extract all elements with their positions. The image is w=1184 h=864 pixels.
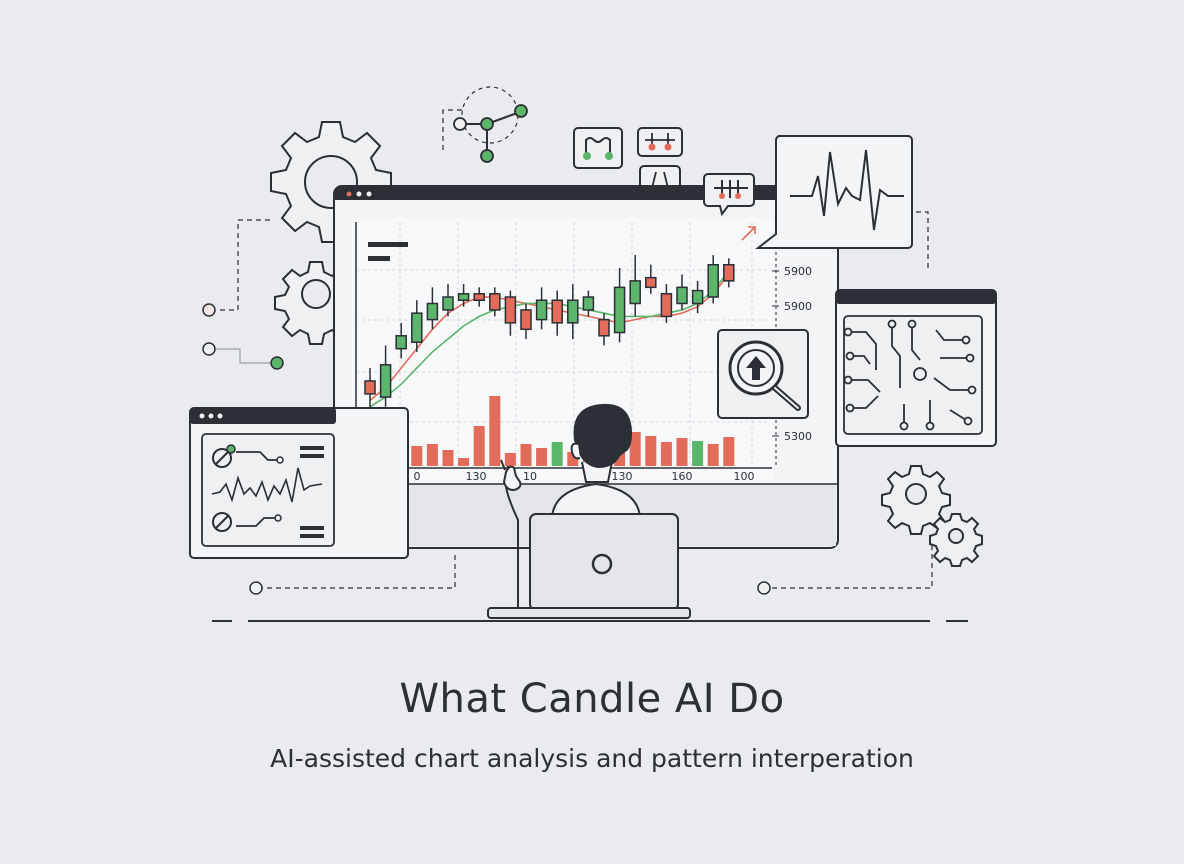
volume-bar <box>504 453 516 466</box>
volume-bar <box>645 436 657 466</box>
volume-bar <box>473 426 485 466</box>
volume-bar <box>723 437 735 466</box>
x-axis-ticks: 0 130 10 130 160 100 <box>414 470 755 483</box>
candle-body <box>520 309 532 331</box>
candle-body <box>426 302 439 321</box>
volume-bar <box>676 438 688 466</box>
heartbeat-card <box>755 135 913 249</box>
volume-bar <box>426 444 438 466</box>
volume-bar <box>707 444 719 466</box>
volume-bar <box>629 432 641 466</box>
candle-body <box>645 276 657 289</box>
candle-body <box>364 380 376 395</box>
volume-bar <box>489 396 501 466</box>
volume-bar <box>411 446 423 466</box>
y-axis-ticks: 5900 5900 5300 <box>772 265 812 443</box>
volume-bar <box>520 444 532 466</box>
x-tick-label: 100 <box>734 470 755 483</box>
y-tick-label: 5300 <box>784 430 812 443</box>
dashed-connectors <box>216 109 933 589</box>
candle-body <box>723 263 735 282</box>
candle-body <box>473 293 485 302</box>
circuit-window <box>835 289 997 447</box>
candle-body <box>411 312 423 343</box>
pattern-card-2 <box>637 127 683 157</box>
x-tick-label: 160 <box>672 470 693 483</box>
candle-body <box>379 364 392 398</box>
candle-body <box>442 296 454 311</box>
left-analytics-window <box>189 407 409 559</box>
candle-body <box>629 280 641 305</box>
magnifier-card <box>717 329 809 419</box>
person-with-laptop <box>487 403 691 619</box>
page-subtitle: AI-assisted chart analysis and pattern i… <box>270 744 914 773</box>
y-tick-label: 5900 <box>784 300 812 313</box>
pattern-card-1 <box>573 127 623 169</box>
y-tick-label: 5900 <box>784 265 812 278</box>
chart-legend-bar-1 <box>368 242 408 247</box>
candle-body <box>457 293 470 302</box>
candle-body <box>395 335 407 350</box>
chart-legend-bar-2 <box>368 256 390 261</box>
candle-body <box>691 289 704 305</box>
x-tick-label: 0 <box>414 470 421 483</box>
candlesticks <box>364 226 756 411</box>
candle-body <box>582 296 595 311</box>
volume-bar <box>442 450 454 466</box>
trend-arrow-icon <box>741 226 756 241</box>
candle-body <box>504 296 517 324</box>
volume-bar <box>567 452 579 466</box>
node-dots <box>202 303 771 595</box>
volume-bar <box>660 442 672 466</box>
candle-body <box>707 263 719 298</box>
main-monitor: 5900 5900 5300 0 130 10 130 160 100 <box>333 185 839 549</box>
gear-icon-right-1 <box>881 465 951 535</box>
candle-body <box>567 299 579 324</box>
x-tick-label: 130 <box>466 470 487 483</box>
candle-body <box>676 286 688 305</box>
candle-body <box>489 293 501 311</box>
volume-bar <box>536 448 548 466</box>
page-title: What Candle AI Do <box>399 676 785 722</box>
candle-bubble <box>703 173 755 217</box>
candle-body <box>535 299 548 321</box>
volume-bar <box>551 442 563 466</box>
volume-bar <box>458 458 470 466</box>
candle-body <box>551 299 563 324</box>
gear-icon-right-2 <box>929 513 983 567</box>
network-icon <box>453 86 528 163</box>
candle-body <box>660 293 673 318</box>
x-tick-label: 130 <box>612 470 633 483</box>
x-tick-label: 10 <box>523 470 537 483</box>
candle-body <box>598 318 610 337</box>
candle-body <box>613 286 626 334</box>
volume-bar <box>692 441 704 466</box>
